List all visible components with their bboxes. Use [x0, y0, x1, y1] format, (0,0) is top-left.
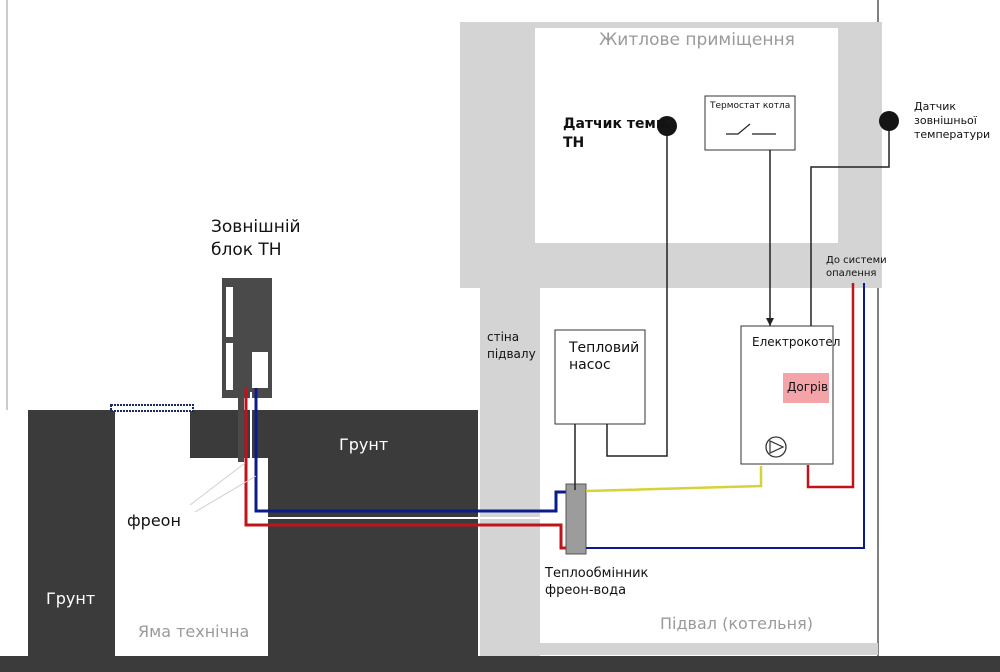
heat-exchanger-label-1: Теплообмінник	[544, 566, 649, 581]
basement-wall	[480, 288, 540, 660]
to-heating-label-1: До системи	[826, 255, 887, 266]
freon-pointer-2	[194, 475, 257, 513]
living-room-label: Житлове приміщення	[599, 30, 795, 50]
hp-temp-sensor-label-1: Датчик темп.	[563, 116, 671, 132]
basement-label: Підвал (котельня)	[660, 614, 813, 633]
outdoor-sensor-line	[810, 131, 890, 326]
heat-exchanger-label-2: фреон-вода	[545, 583, 626, 598]
outdoor-unit-slot-top	[226, 287, 233, 337]
outdoor-unit-label-1: Зовнішній	[211, 217, 301, 237]
reheat-label: Догрів	[787, 380, 828, 394]
water-pipe-yellow	[585, 466, 763, 493]
outdoor-sensor-label-1: Датчик	[914, 100, 956, 113]
technical-pit-label: Яма технічна	[138, 622, 249, 641]
pump-triangle	[769, 440, 785, 454]
outdoor-unit-panel	[252, 352, 268, 388]
boiler-thermostat	[704, 95, 796, 151]
basement-wall-label-2: підвалу	[487, 347, 536, 361]
basement-wall-label-1: стіна	[487, 330, 519, 344]
pit-cover	[110, 404, 194, 412]
hp-temp-sensor-label-2: ТН	[563, 135, 584, 151]
basement-floor	[540, 643, 878, 655]
heat-pump-label-2: насос	[569, 357, 611, 373]
living-room-walls	[460, 22, 882, 288]
thermostat-arrow	[766, 318, 774, 326]
outdoor-sensor-label-3: температури	[914, 128, 990, 141]
water-pipe-red	[806, 283, 855, 489]
electric-boiler-label: Електрокотел	[752, 335, 840, 349]
ground-block	[28, 410, 478, 656]
outdoor-unit-leg	[238, 398, 244, 462]
hp-sensor-line	[606, 126, 668, 457]
outdoor-unit-slot-bottom	[226, 343, 233, 390]
heat-pump-label-1: Тепловий	[568, 340, 639, 356]
freon-pipe-red	[244, 388, 570, 550]
to-heating-label-2: опалення	[826, 268, 876, 279]
freon-pipe-gap	[250, 392, 558, 519]
ground-label-left: Грунт	[46, 589, 95, 608]
reheat-element	[783, 373, 829, 403]
outdoor-temp-sensor	[879, 111, 899, 131]
water-pipe-blue	[586, 283, 865, 549]
hp-temp-sensor	[657, 116, 677, 136]
outdoor-unit-label-2: блок ТН	[211, 240, 282, 260]
freon-pipe-blue	[254, 388, 568, 513]
heat-pump-box	[554, 329, 646, 425]
ground-label-top: Грунт	[339, 435, 388, 454]
ground-bottom	[0, 656, 1000, 672]
freon-label: фреон	[127, 511, 181, 530]
boiler-thermostat-label: Термостат котла	[709, 101, 790, 111]
outdoor-sensor-label-2: зовнішньої	[914, 114, 978, 127]
thermostat-switch-arm	[726, 123, 751, 135]
heat-exchanger	[565, 483, 587, 555]
freon-pointer-1	[189, 462, 246, 506]
